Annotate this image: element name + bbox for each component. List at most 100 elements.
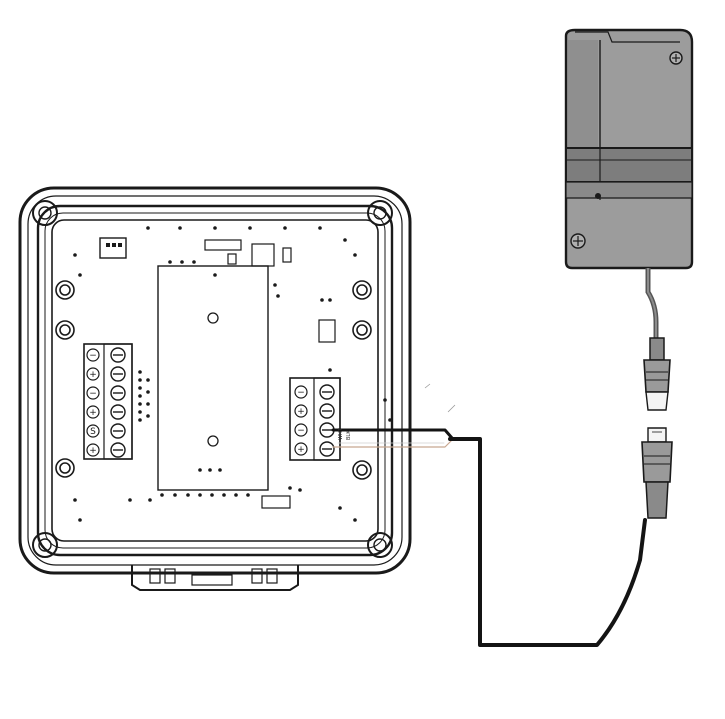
terminal-left-5: S [86,423,126,439]
corner-screw-top-left [32,200,58,226]
pcb-via [213,226,217,230]
terminal-right-1: − [294,384,335,400]
pcb-via [178,226,182,230]
pcb-via [138,394,142,398]
pcb-via [246,493,250,497]
terminal-left-2: + [86,366,126,382]
pcb-via [222,493,226,497]
circuit-board [51,219,379,542]
header-pins-top [204,239,292,267]
header-pins-bottom [261,495,291,509]
cable-connector-female [641,427,673,519]
terminal-block-left [83,343,133,460]
pcb-via [138,418,142,422]
pcb-via [210,493,214,497]
pcb-via [78,518,82,522]
corner-screw-top-right [367,200,393,226]
pcb-via [283,226,287,230]
pcb-via [234,493,238,497]
pcb-via [298,488,302,492]
terminal-left-5-symbol: S [90,427,96,437]
pcb-via [78,273,82,277]
enclosure-gasket-inner [44,212,386,549]
pcb-via [73,253,77,257]
pcb-via [168,260,172,264]
sensor-connector-male [643,337,671,411]
pcb-via [248,226,252,230]
terminal-left-1: − [86,347,126,363]
pcb-via [318,226,322,230]
pcb-via [320,298,324,302]
main-module [157,265,269,491]
enclosure-shell-rim [27,195,403,566]
pcb-via [160,493,164,497]
pcb-via [138,386,142,390]
wire-black [331,428,454,440]
terminal-right-3-symbol: − [297,426,305,436]
sensor-screw-bottom [570,233,586,249]
terminal-left-3: − [86,385,126,401]
pcb-via [353,518,357,522]
pcb-via [73,498,77,502]
enclosure-outer-shell [18,186,412,575]
terminal-right-2: + [294,403,335,419]
pcb-via [138,370,142,374]
pcb-via [192,260,196,264]
pcb-via [146,402,150,406]
wire-white [332,439,453,448]
enclosure-gasket-outer [36,204,394,557]
corner-screw-bottom-left [32,532,58,558]
pcb-via [128,498,132,502]
connector-j1 [99,237,127,259]
pcb-via [353,253,357,257]
pcb-via [276,294,280,298]
terminal-right-2-symbol: + [297,407,305,417]
terminal-right-4-symbol: + [297,445,305,455]
pcb-via [146,378,150,382]
pcb-via [138,402,142,406]
terminal-block-right [289,377,341,461]
pcb-via [328,298,332,302]
terminal-left-6: + [86,442,126,458]
pcb-via [146,390,150,394]
terminal-left-4-symbol: + [89,408,97,418]
terminal-left-2-symbol: + [89,370,97,380]
board-standoffs [55,280,372,480]
pcb-via [173,493,177,497]
terminal-left-3-symbol: − [89,389,97,399]
pcb-via [186,493,190,497]
sensor-cable [645,268,659,338]
pcb-via [383,398,387,402]
sensor-band [565,147,693,200]
wire-label-white: WHT [338,427,344,440]
header-pins-right [318,319,336,343]
bottom-mounting-tab [131,565,299,591]
cable-split-hint [424,383,456,413]
pcb-via [328,368,332,372]
pcb-via [343,238,347,242]
pcb-via [138,378,142,382]
pcb-via [180,260,184,264]
terminal-left-6-symbol: + [89,446,97,456]
terminal-right-4: + [294,441,335,457]
pcb-via [146,414,150,418]
terminal-right-1-symbol: − [297,388,305,398]
pcb-via [218,468,222,472]
pcb-via [388,418,392,422]
pcb-via [288,486,292,490]
wire-labels: WHT BLK [338,427,352,440]
pcb-vias [73,226,392,522]
cable-from-enclosure [331,428,647,647]
terminal-left-1-symbol: − [89,351,97,361]
pcb-via [138,410,142,414]
terminal-left-4: + [86,404,126,420]
main-cable [448,437,647,647]
pcb-via [338,506,342,510]
sensor-screw-top [669,51,683,65]
wire-label-black: BLK [346,430,352,440]
pcb-via [273,283,277,287]
pcb-via [213,273,217,277]
enclosure [18,186,412,591]
